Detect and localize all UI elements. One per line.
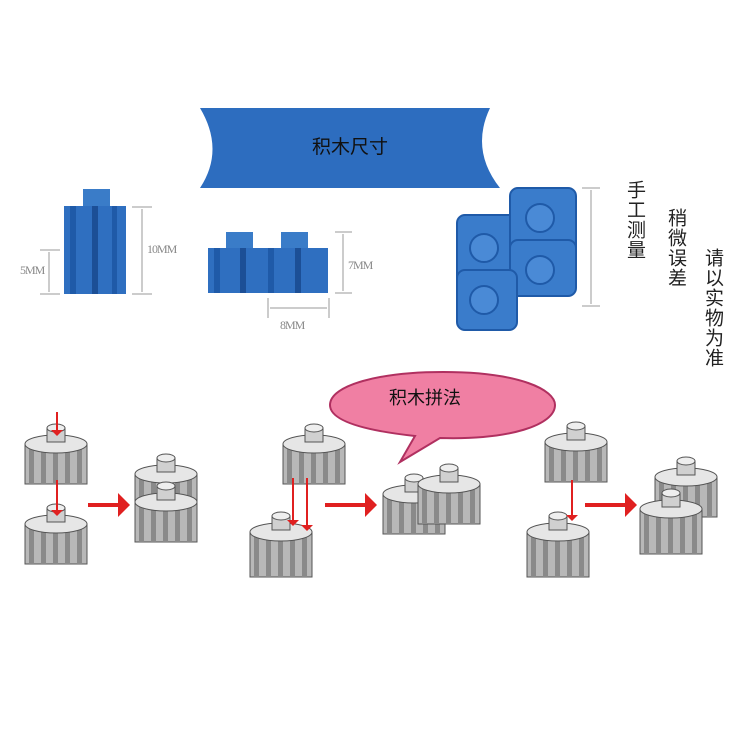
- dimension-lines: [40, 187, 600, 318]
- note-slight-error: 稍微误差: [665, 208, 687, 288]
- red-arrow-icon: [325, 493, 377, 517]
- small-height-label: 5MM: [20, 263, 45, 277]
- red-arrow-icon: [88, 493, 130, 517]
- puzzle-block-topview-icon: [456, 187, 577, 331]
- double-height-label: 7MM: [348, 258, 373, 272]
- gray-block-icon: [417, 463, 481, 525]
- gray-block-icon: [249, 511, 313, 578]
- note-actual-product: 请以实物为准: [702, 248, 724, 368]
- gray-block-icon: [639, 488, 703, 555]
- assembly-title: 积木拼法: [389, 388, 461, 409]
- red-arrow-icon: [301, 478, 313, 531]
- title-banner-text: 积木尺寸: [311, 136, 388, 158]
- speech-bubble: [328, 370, 557, 465]
- gray-block-icon: [24, 423, 88, 485]
- title-banner: [200, 108, 500, 188]
- tall-block-icon: [64, 189, 126, 294]
- pitch-label: 8MM: [280, 318, 305, 332]
- tall-height-label: 10MM: [147, 242, 177, 256]
- double-block-icon: [208, 232, 328, 293]
- red-arrow-icon: [287, 478, 299, 526]
- gray-block-icon: [282, 423, 346, 485]
- note-manual-measurement: 手工测量: [624, 180, 646, 260]
- gray-block-icon: [544, 421, 608, 483]
- gray-block-icon: [134, 481, 198, 543]
- red-arrow-icon: [585, 493, 637, 517]
- red-arrow-icon: [566, 480, 578, 521]
- red-arrow-icon: [51, 480, 63, 516]
- gray-block-icon: [526, 511, 590, 578]
- red-arrow-icon: [51, 412, 63, 436]
